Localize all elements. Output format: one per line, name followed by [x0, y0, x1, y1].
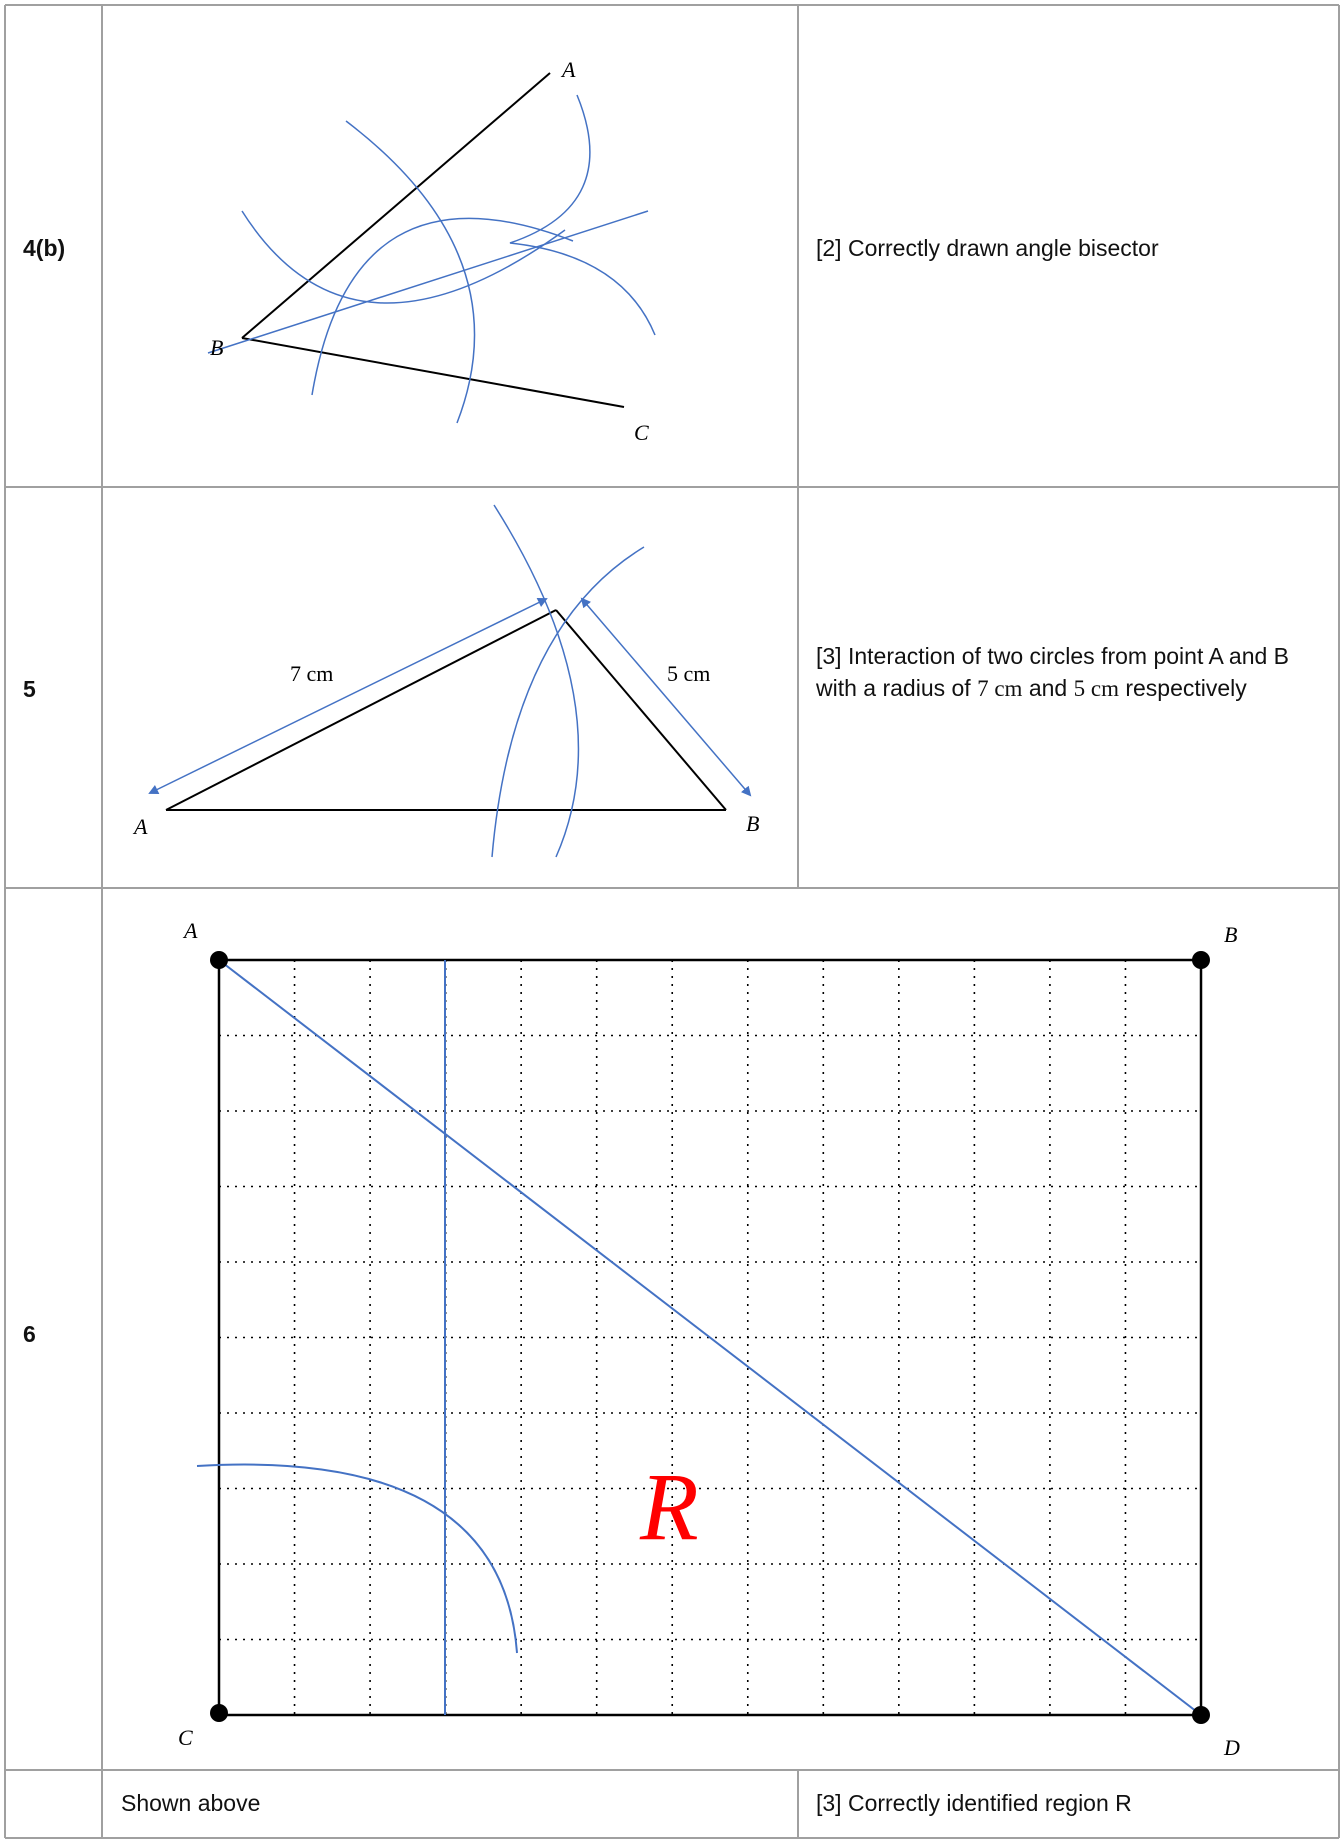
length-label-a: 7 cm: [290, 661, 333, 686]
ray-ba: [241, 72, 551, 339]
diagonal-ad: [218, 959, 1202, 1716]
label-b: B: [210, 335, 223, 360]
side-apex-b: [555, 609, 727, 811]
rectangle-abcd: [217, 958, 1203, 1717]
label-a: A: [132, 814, 148, 839]
locus-grid-diagram: A B C D R: [178, 918, 1240, 1760]
arc-from-a: [493, 504, 580, 858]
triangle-construction-diagram: 7 cm 5 cm A B: [132, 504, 759, 858]
construction-arc: [509, 94, 656, 336]
label-b: B: [1224, 922, 1237, 947]
ray-bc: [241, 337, 625, 408]
construction-arc: [311, 217, 574, 396]
label-c: C: [634, 420, 649, 445]
label-d: D: [1223, 1735, 1240, 1760]
question-number: 6: [23, 1321, 36, 1347]
radius-b: 5 cm: [1073, 676, 1119, 702]
label-c: C: [178, 1725, 193, 1750]
radius-a: 7 cm: [977, 676, 1023, 702]
marking-text: [3] Interaction of two circles from poin…: [816, 643, 1290, 702]
construction-arc: [345, 120, 476, 424]
question-number: 4(b): [23, 235, 66, 261]
point-d: [1192, 1706, 1210, 1724]
point-c: [210, 1704, 228, 1722]
locus-arc-from-c: [196, 1463, 518, 1654]
arrow-5cm: [580, 597, 752, 797]
label-a: A: [182, 918, 198, 943]
question-number: 5: [23, 676, 36, 702]
point-b: [1192, 951, 1210, 969]
point-a: [210, 951, 228, 969]
marking-text: [2] Correctly drawn angle bisector: [816, 235, 1159, 261]
construction-arc: [241, 210, 566, 304]
arrow-7cm: [148, 598, 548, 794]
side-a-apex: [165, 609, 557, 811]
marking-text: [3] Correctly identified region R: [816, 1790, 1132, 1816]
region-label: R: [639, 1453, 699, 1560]
label-b: B: [746, 811, 759, 836]
label-a: A: [560, 57, 576, 82]
length-label-b: 5 cm: [667, 661, 710, 686]
answer-text: Shown above: [121, 1790, 261, 1816]
bisector-line: [207, 210, 649, 354]
angle-bisector-diagram: A B C: [207, 57, 656, 445]
